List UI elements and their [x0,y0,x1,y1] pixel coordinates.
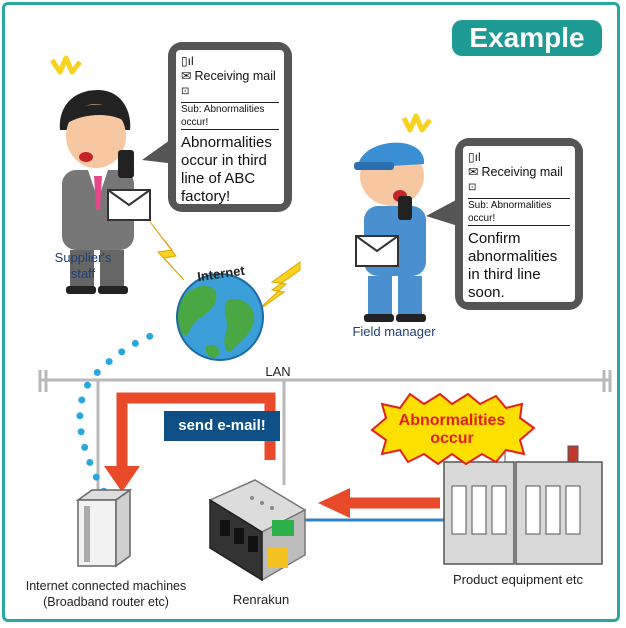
attachment-icon: ⊡ [181,86,190,97]
lan-label: LAN [265,364,291,379]
supplier-phone-status: Receiving mail [194,69,276,83]
equipment-label: Product equipment etc [452,572,584,587]
abnormal-line2: occur [430,430,474,447]
send-email-callout: send e-mail! [164,411,280,441]
abnormal-burst [370,392,536,466]
supplier-phone-body: Abnormalities occur in third line of ABC… [181,134,272,205]
manager-phone: ▯ıl ✉Receiving mail ⊡ Sub: Abnormalities… [455,138,583,310]
supplier-phone-screen: ▯ıl ✉Receiving mail ⊡ Sub: Abnormalities… [176,50,284,205]
renrakun-label: Renrakun [232,592,290,607]
lightning-left [149,221,185,281]
internet-globe [176,273,264,361]
frame-border [2,2,620,622]
abnormal-line1: Abnormalities [398,412,506,429]
renrakun-device [208,479,307,582]
manager-label: Field manager [352,324,436,339]
manager-phone-screen: ▯ıl ✉Receiving mail ⊡ Sub: Abnormalities… [463,146,575,302]
manager-person [354,113,432,322]
internet-connection-dots [76,328,164,509]
example-badge: Example [452,20,602,56]
supplier-person [49,55,151,294]
supplier-label: Supplier's staff [54,250,112,281]
battery-signal-icon: ▯ıl [181,54,194,68]
abnormalities-callout: Abnormalities occur [372,404,532,456]
attachment-icon: ⊡ [468,182,477,193]
manager-phone-subject: Sub: Abnormalities occur! [468,198,570,226]
mail-icon: ✉ [181,69,192,83]
lan-network [38,370,612,505]
router-device [75,488,133,568]
supplier-phone: ▯ıl ✉Receiving mail ⊡ Sub: Abnormalities… [168,42,292,212]
mail-icon: ✉ [468,165,479,179]
supplier-phone-subject: Sub: Abnormalities occur! [181,102,279,130]
lightning-right [255,261,301,313]
battery-signal-icon: ▯ıl [468,150,481,164]
manager-phone-body: Confirm abnormalities in third line soon… [468,230,558,301]
router-label: Internet connected machines (Broadband r… [25,579,187,609]
manager-phone-status: Receiving mail [481,165,563,179]
